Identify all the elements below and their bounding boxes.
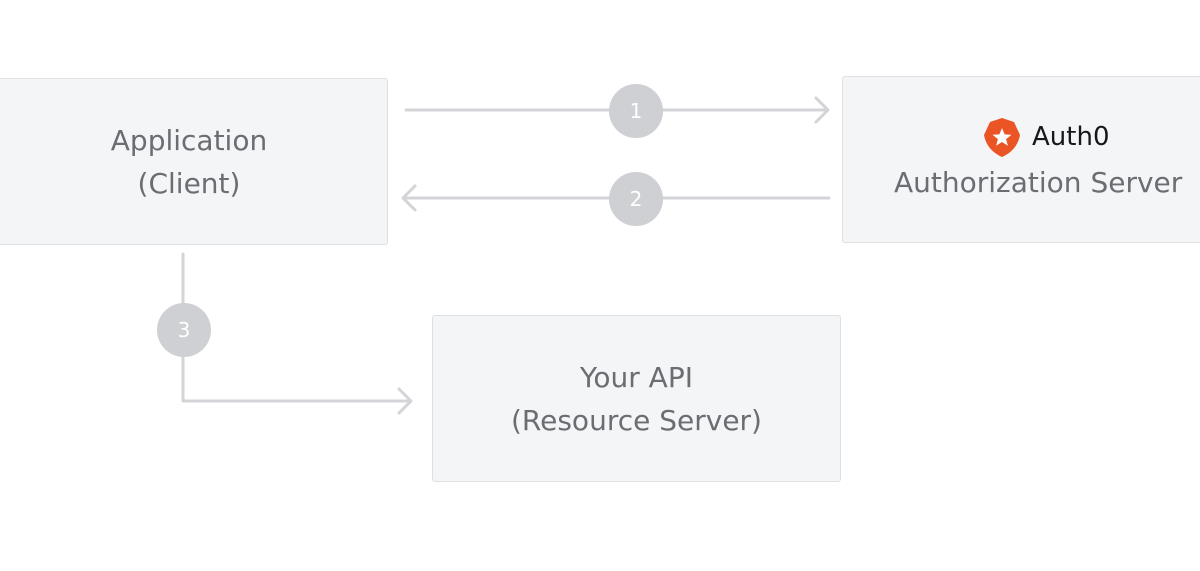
step-1-number: 1 (629, 99, 643, 123)
client-subtitle: (Client) (137, 166, 241, 200)
step-3-number: 3 (177, 318, 191, 342)
authorization-server-node: Auth0 Authorization Server (842, 76, 1200, 243)
arrow-1-head (814, 96, 830, 124)
arrow-3-line (181, 252, 412, 403)
auth0-brand: Auth0 (980, 115, 1109, 159)
resource-server-node: Your API (Resource Server) (432, 315, 841, 482)
client-title: Application (110, 123, 268, 157)
resource-server-title: Your API (580, 360, 693, 394)
arrow-3-head (397, 387, 413, 415)
auth0-shield-icon (984, 118, 1020, 157)
client-node: Application (Client) (0, 78, 388, 245)
resource-server-subtitle: (Resource Server) (511, 403, 762, 437)
auth0-wordmark: Auth0 (1032, 121, 1110, 152)
step-2-number: 2 (629, 187, 643, 211)
arrow-2-head (401, 184, 417, 212)
authorization-server-label: Authorization Server (894, 166, 1183, 199)
